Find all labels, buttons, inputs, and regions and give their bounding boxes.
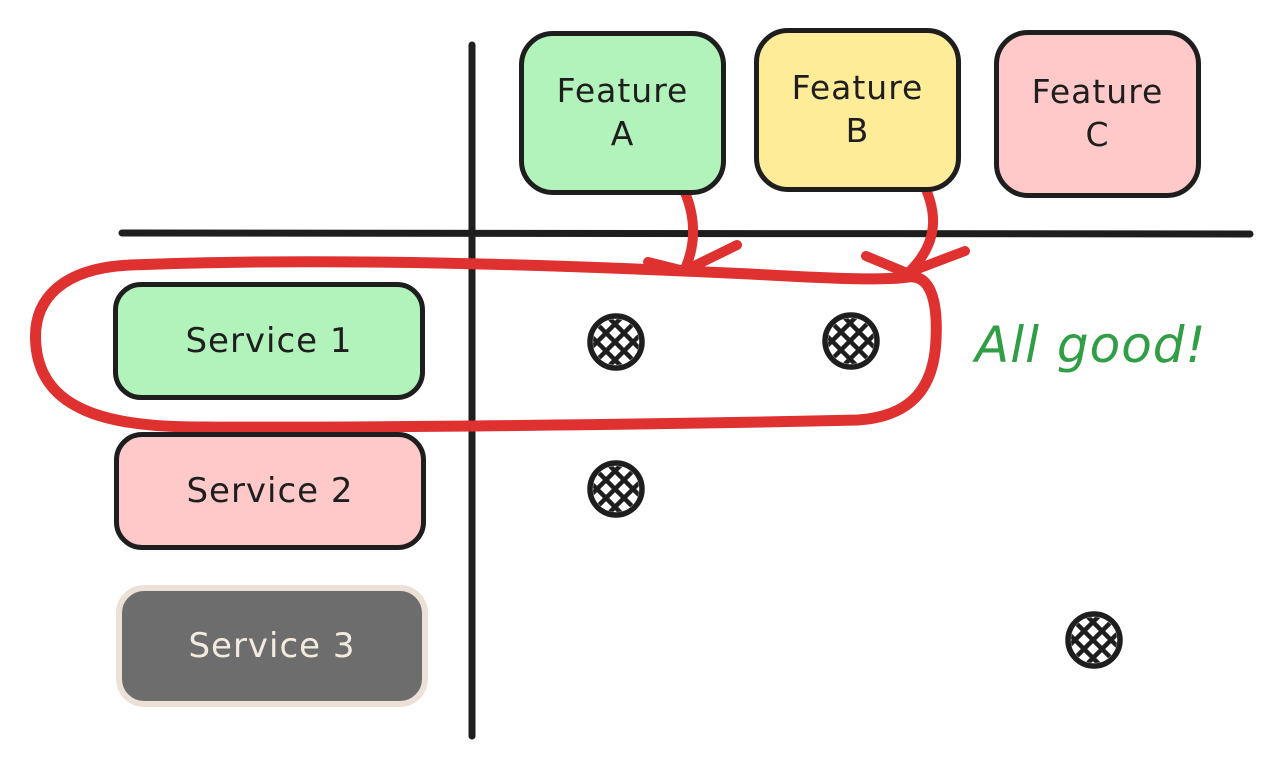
marker-service-1-feature-b [816,287,886,395]
feature-b-box: Feature B [754,28,961,192]
service-1-label: Service 1 [185,321,353,361]
marker-service-2-feature-a [581,435,651,543]
feature-b-label: Feature B [791,68,924,150]
service-2-box: Service 2 [114,432,426,550]
marker-service-1-feature-a [581,288,651,396]
feature-a-label: Feature A [556,71,689,153]
service-3-label: Service 3 [188,626,356,666]
grid-horizontal-line [118,229,1254,238]
feature-a-box: Feature A [519,31,726,195]
service-1-box: Service 1 [113,282,425,400]
service-2-label: Service 2 [186,471,354,511]
service-3-box: Service 3 [116,585,428,707]
feature-c-label: Feature C [1031,72,1164,154]
marker-service-3-feature-c [1059,586,1129,694]
all-good-note: All good! [975,316,1207,374]
highlight-ellipse [30,256,942,433]
feature-c-box: Feature C [994,30,1201,198]
